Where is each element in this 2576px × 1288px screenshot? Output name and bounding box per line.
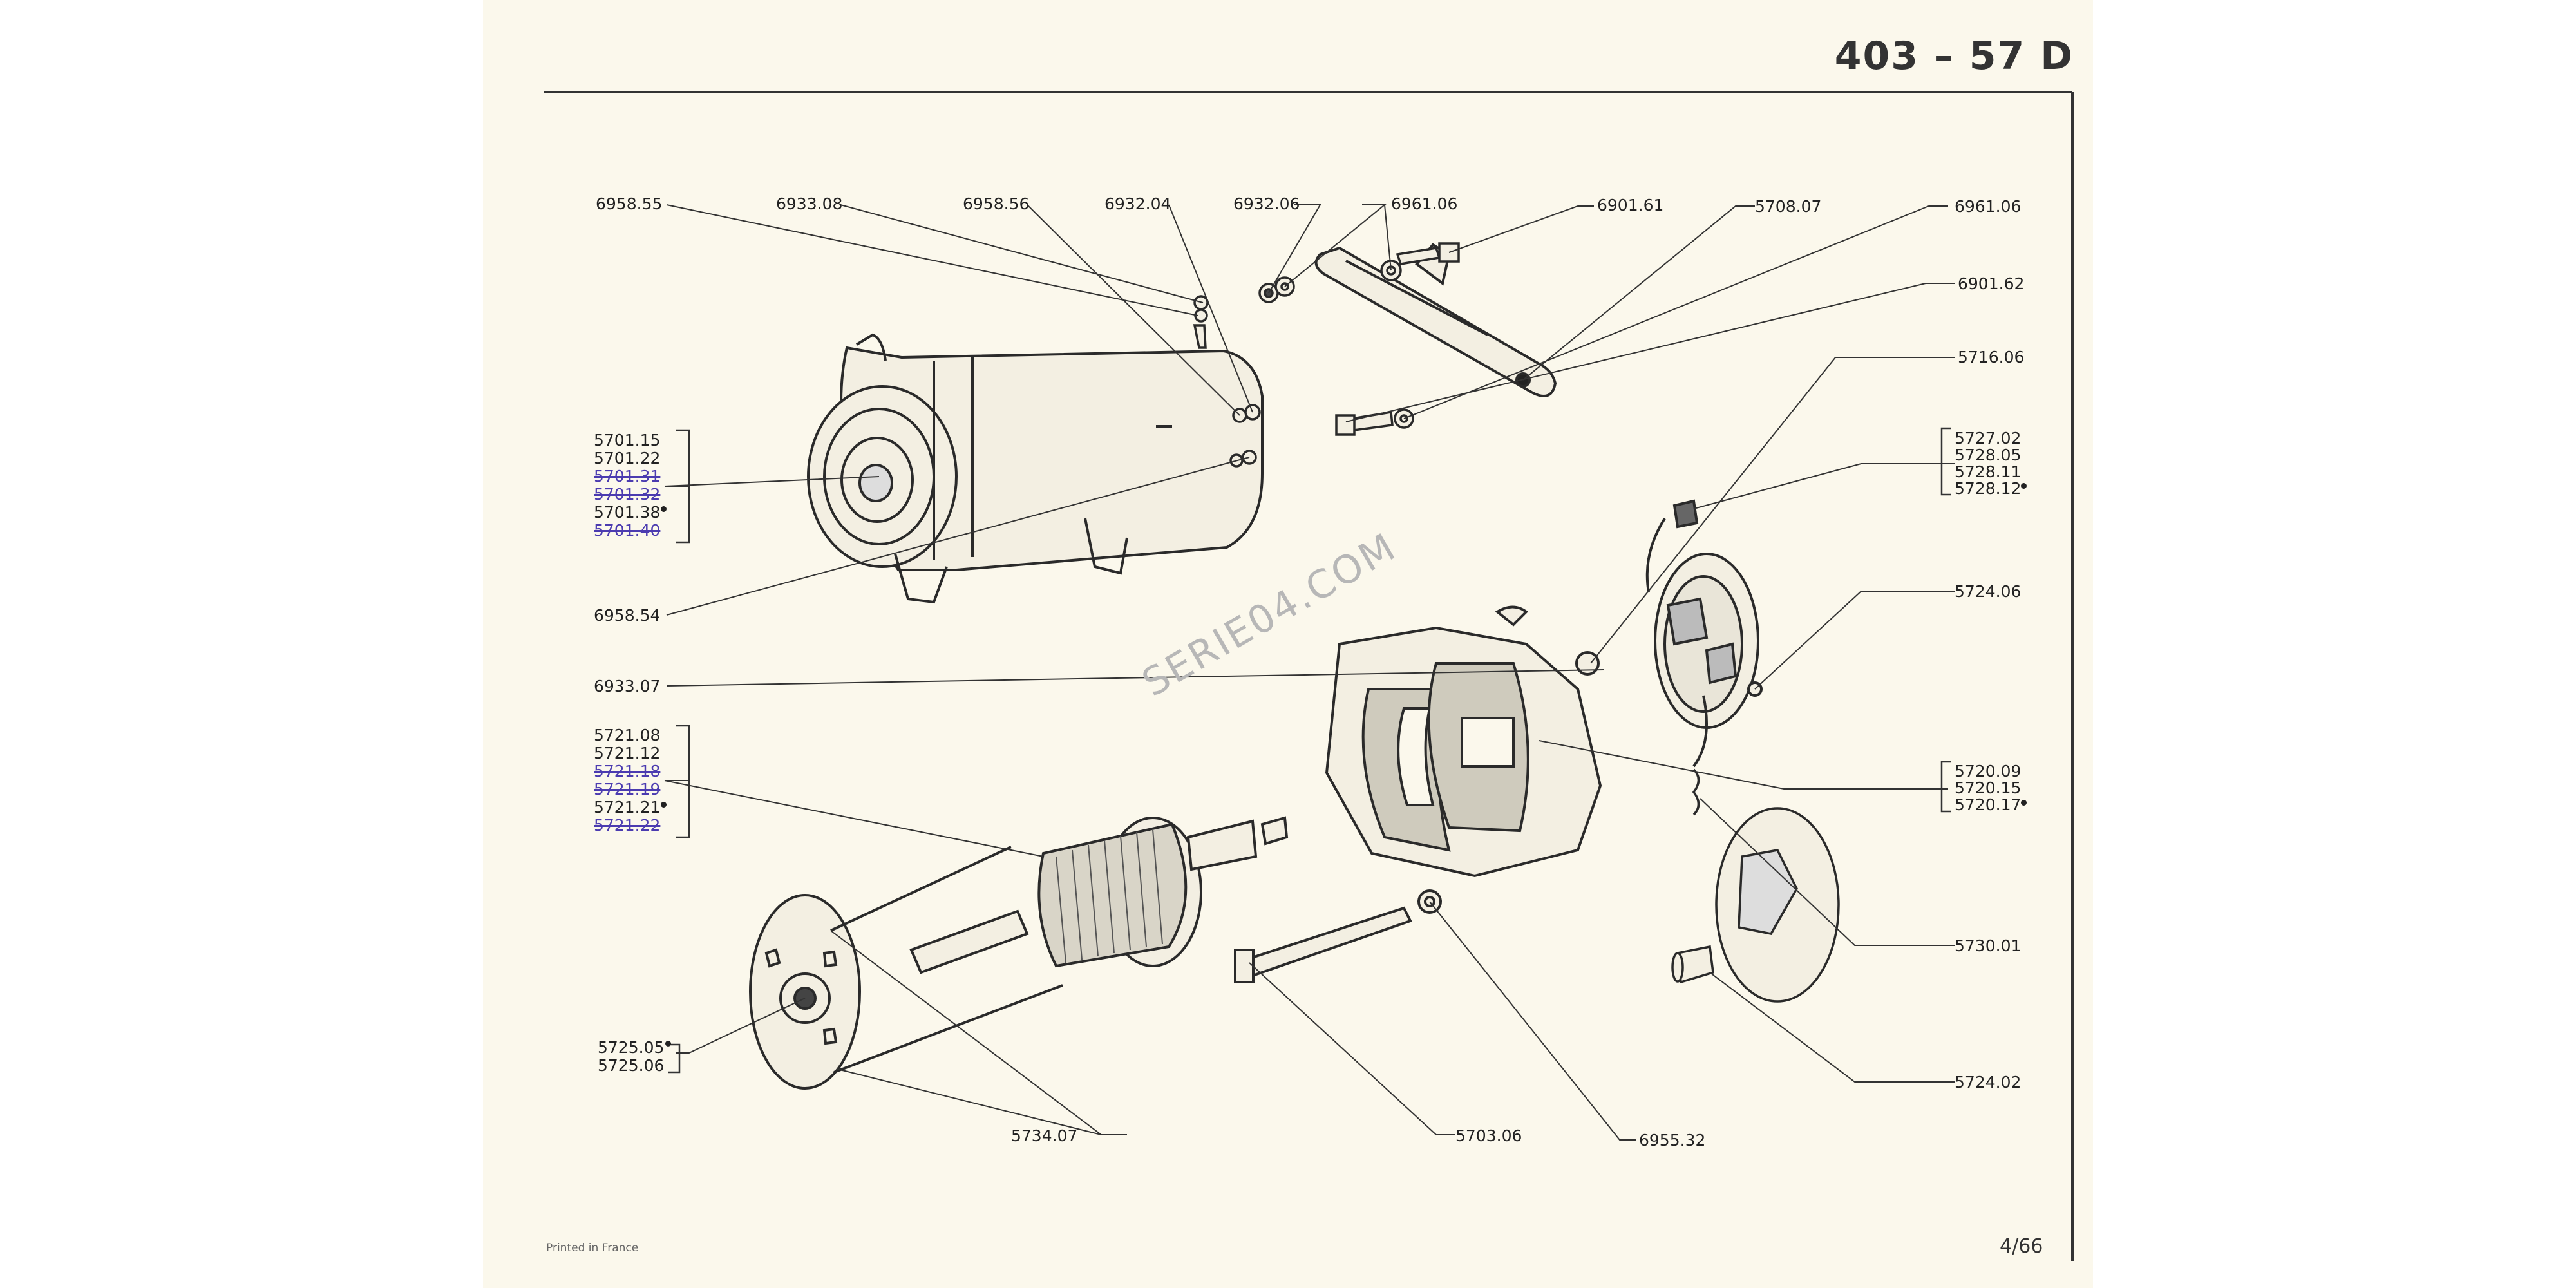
part-label-5725-06: 5725.06 — [598, 1056, 665, 1075]
part-label-5720-15: 5720.15 — [1955, 779, 2022, 797]
generator-body — [807, 333, 1264, 604]
part-label-5701-40: 5701.40 — [594, 521, 661, 540]
part-label-5721-22: 5721.22 — [594, 816, 661, 835]
part-label-5720-09: 5720.09 — [1955, 762, 2022, 781]
page-number: 4/66 — [2000, 1235, 2043, 1258]
part-label-5721-21: 5721.21 — [594, 798, 661, 817]
leader-lines — [664, 204, 1955, 1141]
part-label-6932-06: 6932.06 — [1233, 194, 1300, 213]
part-label-6961-06-right: 6961.06 — [1955, 197, 2022, 216]
field-housing — [1325, 605, 1602, 878]
mounting-bracket — [1314, 243, 1557, 397]
part-label-5724-06: 5724.06 — [1955, 582, 2022, 601]
part-label-5701-15: 5701.15 — [594, 431, 661, 450]
bullet-mark — [665, 1041, 671, 1046]
front-end-plate — [1671, 768, 1840, 1003]
part-label-5724-02: 5724.02 — [1955, 1073, 2022, 1092]
part-label-6901-61: 6901.61 — [1597, 196, 1664, 214]
part-label-5708-07: 5708.07 — [1755, 197, 1822, 216]
part-label-5721-08: 5721.08 — [594, 726, 661, 744]
part-label-5728-11: 5728.11 — [1955, 462, 2022, 481]
part-label-5721-18: 5721.18 — [594, 762, 661, 781]
part-label-6933-07: 6933.07 — [594, 677, 661, 696]
part-label-5721-19: 5721.19 — [594, 780, 661, 799]
part-label-6932-04: 6932.04 — [1104, 194, 1171, 213]
part-label-6955-32: 6955.32 — [1639, 1131, 1706, 1150]
catalog-page: 403 – 57 D SERIE04.COM 6958.55 6933.08 6… — [483, 0, 2093, 1288]
bullet-mark — [2021, 483, 2027, 489]
part-label-5720-17: 5720.17 — [1955, 795, 2022, 814]
part-label-6933-08: 6933.08 — [776, 194, 843, 213]
bullet-mark — [2021, 800, 2027, 806]
through-bolt — [1234, 889, 1442, 983]
page-title: 403 – 57 D — [1834, 33, 2074, 79]
group-brackets — [668, 427, 1951, 1074]
part-label-5734-07: 5734.07 — [1011, 1126, 1078, 1145]
part-label-6958-54: 6958.54 — [594, 606, 661, 625]
part-label-6958-56: 6958.56 — [963, 194, 1030, 213]
part-label-5701-38: 5701.38 — [594, 503, 661, 522]
part-label-6958-55: 6958.55 — [596, 194, 663, 213]
part-label-6901-62: 6901.62 — [1958, 274, 2025, 293]
bullet-mark — [661, 506, 667, 512]
part-label-5727-02: 5727.02 — [1955, 429, 2022, 448]
brush-plate — [1645, 499, 1763, 768]
part-label-5716-06: 5716.06 — [1958, 348, 2025, 366]
part-label-6961-06-top: 6961.06 — [1391, 194, 1458, 213]
part-label-5730-01: 5730.01 — [1955, 936, 2022, 955]
part-label-5701-22: 5701.22 — [594, 449, 661, 468]
printed-in-note: Printed in France — [546, 1242, 639, 1255]
part-label-5728-05: 5728.05 — [1955, 446, 2022, 464]
part-label-5701-32: 5701.32 — [594, 485, 661, 504]
armature — [909, 816, 1289, 974]
part-label-5721-12: 5721.12 — [594, 744, 661, 762]
bullet-mark — [661, 802, 667, 808]
part-label-5703-06: 5703.06 — [1455, 1126, 1522, 1145]
part-label-5701-31: 5701.31 — [594, 467, 661, 486]
small-hardware — [1193, 242, 1460, 468]
exploded-diagram — [544, 91, 2074, 1261]
part-label-5728-12: 5728.12 — [1955, 479, 2022, 498]
part-label-5725-05: 5725.05 — [598, 1038, 665, 1057]
rear-end-plate — [749, 846, 1063, 1090]
